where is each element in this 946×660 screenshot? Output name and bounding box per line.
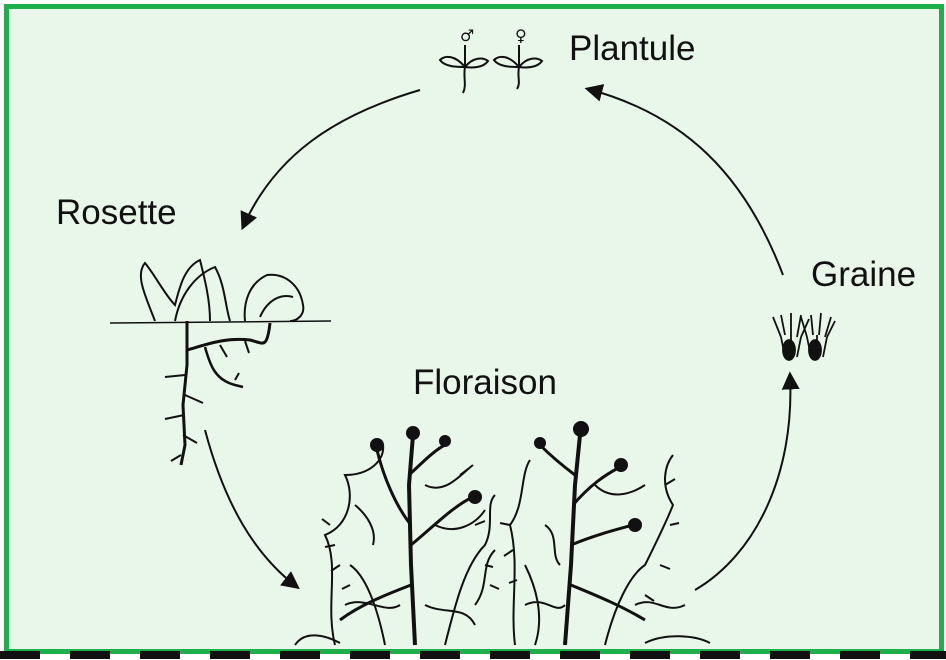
arrow-rosette-to-floraison [205,430,297,587]
seeds-illustration [773,313,835,360]
diagram-artwork: ♂ ♀ [9,9,939,649]
label-floraison: Floraison [413,365,557,400]
life-cycle-diagram: ♂ ♀ [4,4,944,654]
bottom-dashed-border [0,650,946,660]
label-rosette: Rosette [56,195,177,230]
label-plantule: Plantule [569,31,695,66]
seedlings-illustration [440,45,542,93]
female-symbol: ♀ [515,26,527,45]
male-symbol: ♂ [460,26,474,45]
arrow-plantule-to-rosette [243,90,420,227]
flowering-plants-illustration [295,422,710,645]
rosette-illustration [110,260,331,465]
arrow-floraison-to-graine [695,375,790,590]
arrow-graine-to-plantule [588,89,783,275]
label-graine: Graine [811,257,916,292]
